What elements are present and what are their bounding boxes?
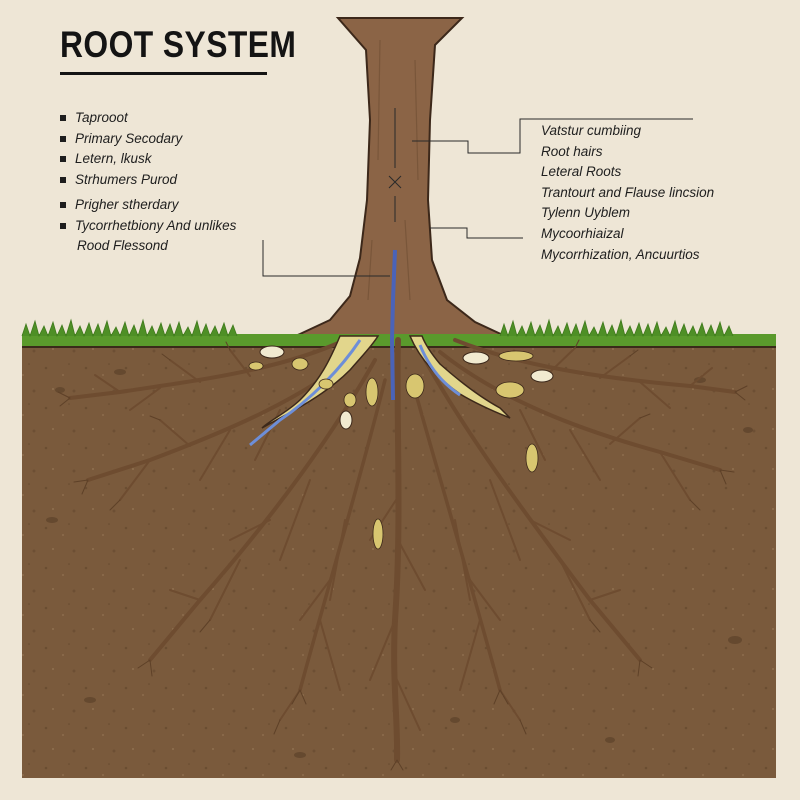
xylem-core (389, 249, 397, 401)
lateral-root (68, 338, 347, 400)
leader-lines (262, 108, 693, 277)
right-label: Trantourt and Flause lincsion (541, 184, 715, 200)
right-label: Leteral Roots (541, 164, 622, 180)
vascular-tissue (248, 249, 554, 550)
trunk-marker (388, 108, 402, 222)
right-label: Root hairs (541, 143, 603, 159)
xylem-right (418, 344, 461, 397)
tree-trunk (269, 17, 526, 347)
bullet-icon (60, 156, 66, 162)
leader-line-right-top (412, 118, 693, 154)
left-label-list: Taprooot Primary Secodary Letern, lkusk … (60, 108, 236, 257)
left-label: Prigher stherdary (60, 195, 236, 216)
cell-oval (530, 369, 554, 383)
lateral-root (453, 338, 737, 394)
cell-oval (339, 410, 353, 430)
bullet-icon (60, 135, 66, 142)
bullet-icon (60, 176, 66, 183)
left-label: Primary Secodary (60, 129, 236, 150)
left-label-text: Primary Secodary (75, 130, 183, 146)
lateral-root (148, 358, 377, 662)
soil-stones (46, 369, 753, 758)
right-label: Tylenn Uyblem (541, 205, 631, 221)
lateral-root (438, 350, 722, 472)
title-underline (60, 72, 267, 75)
trunk-grain (367, 39, 419, 301)
taproot (391, 337, 402, 763)
left-label: Taprooot (60, 108, 236, 129)
lateral-root (423, 358, 642, 662)
cell-oval (259, 345, 285, 359)
left-label-text: Strhumers Purod (75, 171, 178, 187)
tissue-granules (248, 350, 539, 550)
leader-line-right-bottom (430, 227, 523, 239)
right-label: Mycorrhization, Ancuurtios (541, 246, 700, 262)
xylem-left (249, 339, 362, 447)
left-label-continuation: Rood Flessond (77, 238, 168, 253)
diagram-title: ROOT SYSTEM (60, 24, 297, 65)
lateral-root (298, 378, 387, 692)
left-label-text: Tycorrhetbiony And unlikes (75, 217, 237, 233)
bullet-icon (60, 115, 66, 121)
cell-oval (462, 351, 490, 365)
bullet-icon (60, 222, 66, 229)
left-label-text: Prigher stherdary (75, 197, 179, 212)
right-label: Vatstur cumbiing (541, 123, 642, 138)
right-label-list: Vatstur cumbiing Root hairs Leteral Root… (541, 121, 714, 265)
leader-line-left (262, 240, 390, 277)
right-label: Mycoorhiaizal (541, 225, 624, 241)
grass-blades (21, 318, 734, 338)
left-label-text: Letern, lkusk (75, 151, 152, 166)
left-label: Letern, lkusk (60, 149, 236, 170)
lateral-root (410, 378, 502, 692)
left-label-text: Taprooot (75, 110, 128, 125)
root-network (57, 337, 748, 771)
left-label: Strhumers Purod (60, 170, 236, 191)
bullet-icon (60, 202, 66, 208)
